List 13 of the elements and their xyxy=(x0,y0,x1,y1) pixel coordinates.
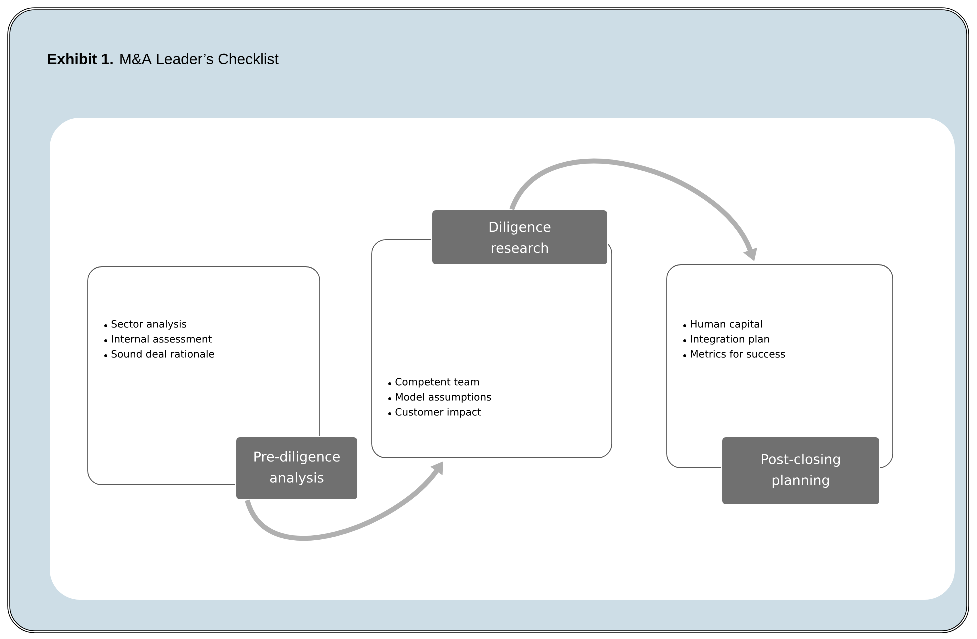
list-item: Integration plan xyxy=(691,335,770,345)
list-item: Competent team xyxy=(396,378,480,388)
list-item: Model assumptions xyxy=(396,393,492,403)
list-item: Sound deal rationale xyxy=(112,350,214,358)
list-item: Customer impact xyxy=(396,408,482,418)
stage-tab: Diligence research xyxy=(432,209,608,266)
title: Exhibit 1. M&A Leader’s Checklist xyxy=(48,53,279,64)
stage-tab: Post-closing planning xyxy=(722,436,880,506)
list-item: Human capital xyxy=(691,320,762,330)
list-item: Internal assessment xyxy=(112,335,212,343)
stage-tab: Pre-diligence analysis xyxy=(236,436,358,500)
list-item: Metrics for success xyxy=(691,350,786,358)
list-item: Sector analysis xyxy=(112,320,187,330)
